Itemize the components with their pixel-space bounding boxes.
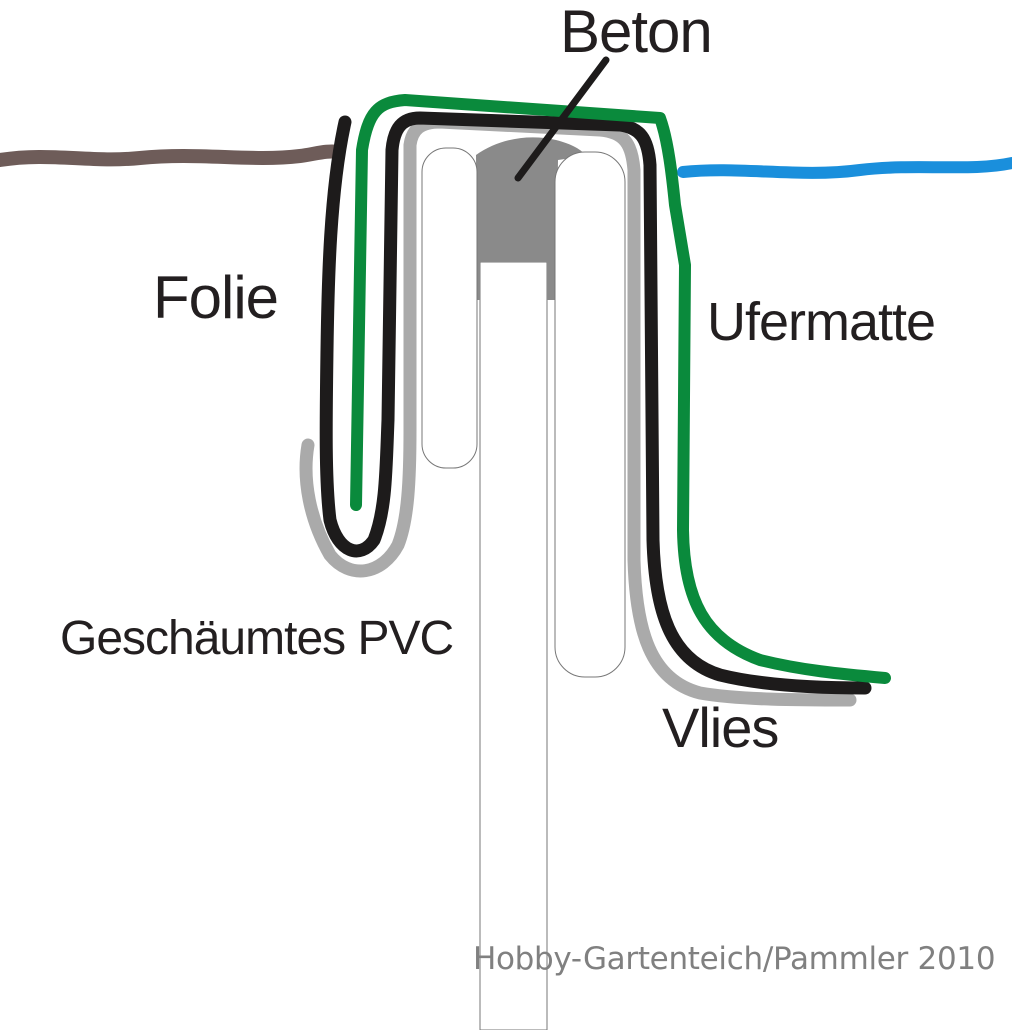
ufermatte-label: Ufermatte bbox=[707, 292, 936, 352]
water-line bbox=[677, 157, 1012, 179]
ufermatte-layer bbox=[350, 94, 891, 684]
copyright-credit: Hobby-Gartenteich/Pammler 2010 bbox=[473, 941, 996, 977]
vlies-label: Vlies bbox=[662, 696, 779, 759]
soil-line bbox=[0, 144, 345, 167]
concrete-fill bbox=[476, 137, 586, 300]
folie-layer bbox=[319, 111, 872, 695]
pvc-chamber-right bbox=[554, 151, 626, 678]
pvc-board bbox=[479, 261, 548, 1030]
folie-label: Folie bbox=[153, 264, 279, 331]
pvc-label: Geschäumtes PVC bbox=[60, 612, 454, 665]
pvc-chamber-left bbox=[421, 147, 478, 469]
beton-pointer-line bbox=[514, 56, 610, 182]
beton-label: Beton bbox=[560, 0, 713, 65]
